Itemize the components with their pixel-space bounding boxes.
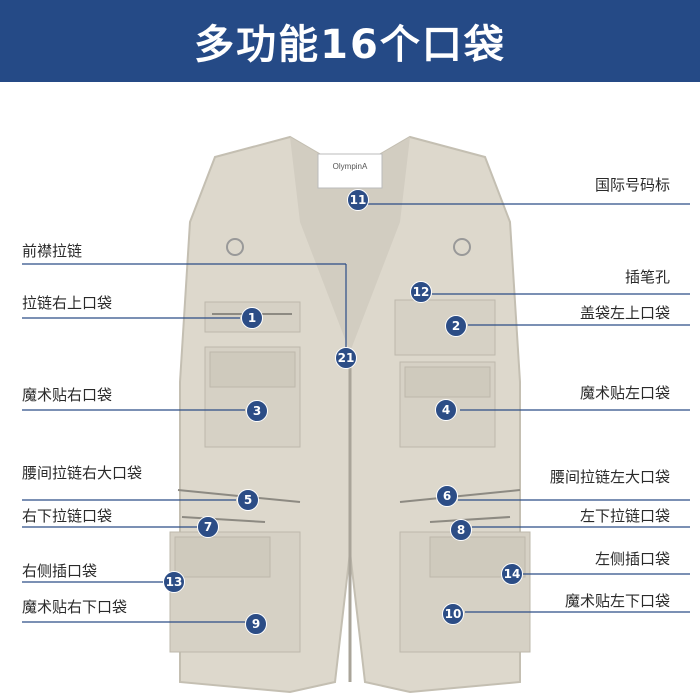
badge-13: 13 — [163, 571, 185, 593]
d-ring-right — [226, 238, 244, 256]
badge-12: 12 — [410, 281, 432, 303]
title-banner: 多功能16个口袋 — [0, 0, 700, 82]
badge-10: 10 — [442, 603, 464, 625]
label-waist-zip-right: 腰间拉链右大口袋 — [22, 464, 143, 482]
label-flap-left-upper: 盖袋左上口袋 — [579, 304, 670, 322]
badge-8: 8 — [450, 519, 472, 541]
badge-4: 4 — [435, 399, 457, 421]
label-front-zipper: 前襟拉链 — [22, 242, 83, 260]
vest-collar-mesh — [290, 137, 410, 352]
badge-14: 14 — [501, 563, 523, 585]
label-waist-zip-left: 腰间拉链左大口袋 — [549, 468, 670, 486]
label-side-insert-right: 右侧插口袋 — [22, 562, 98, 580]
badge-11: 11 — [347, 189, 369, 211]
badge-3: 3 — [246, 400, 268, 422]
label-zip-right-upper: 拉链右上口袋 — [22, 294, 113, 312]
badge-9: 9 — [245, 613, 267, 635]
label-lower-zip-left: 左下拉链口袋 — [579, 507, 670, 525]
label-velcro-lower-right: 魔术贴右下口袋 — [22, 598, 128, 616]
label-side-insert-left: 左侧插口袋 — [594, 550, 670, 568]
badge-5: 5 — [237, 489, 259, 511]
vest-illustration — [22, 135, 690, 694]
brand-tag-text: OlympinA — [332, 162, 368, 171]
label-size-label: 国际号码标 — [594, 176, 670, 194]
page-title: 多功能16个口袋 — [194, 22, 506, 68]
badge-6: 6 — [436, 485, 458, 507]
badge-21: 21 — [335, 347, 357, 369]
label-velcro-left: 魔术贴左口袋 — [579, 384, 670, 402]
label-lower-zip-right: 右下拉链口袋 — [22, 507, 113, 525]
product-diagram: 前襟拉链 拉链右上口袋 魔术贴右口袋 腰间拉链右大口袋 右下拉链口袋 右侧插口袋… — [0, 82, 700, 700]
badge-7: 7 — [197, 516, 219, 538]
label-velcro-right: 魔术贴右口袋 — [22, 386, 113, 404]
label-velcro-lower-left: 魔术贴左下口袋 — [564, 592, 670, 610]
badge-1: 1 — [241, 307, 263, 329]
d-ring-left — [453, 238, 471, 256]
label-pen-hole: 插笔孔 — [624, 268, 670, 286]
badge-2: 2 — [445, 315, 467, 337]
brand-tag — [317, 153, 383, 189]
